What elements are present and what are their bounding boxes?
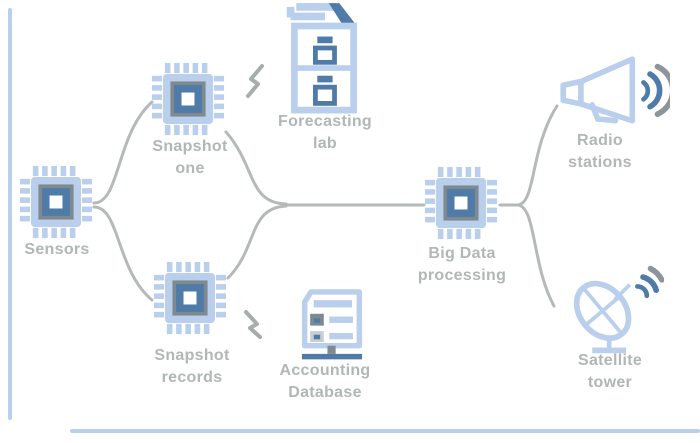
satellite-dish-icon bbox=[573, 265, 664, 354]
node-label-forecasting-lab: Forecasting lab bbox=[255, 111, 395, 155]
label-line: stations bbox=[568, 154, 632, 171]
wireless-zigzag-bottom bbox=[244, 310, 262, 339]
node-snapshot-records bbox=[153, 261, 227, 335]
node-big-data-processing bbox=[424, 166, 498, 240]
label-line: records bbox=[161, 369, 223, 386]
node-forecasting-lab bbox=[281, 0, 367, 117]
label-line: one bbox=[175, 160, 205, 177]
node-sensors bbox=[19, 165, 93, 239]
label-line: Big Data bbox=[428, 245, 496, 262]
label-line: Satellite bbox=[577, 352, 643, 369]
label-line: Radio bbox=[577, 132, 623, 149]
label-line: Accounting bbox=[279, 362, 371, 379]
label-line: Snapshot bbox=[154, 347, 230, 364]
node-label-accounting-database: Accounting Database bbox=[255, 360, 395, 404]
label-line: tower bbox=[587, 374, 633, 391]
label-line: processing bbox=[417, 267, 507, 284]
node-label-radio-stations: Radio stations bbox=[530, 130, 670, 174]
building-icon bbox=[286, 3, 357, 114]
chip-icon bbox=[151, 62, 225, 136]
label-line: Snapshot bbox=[152, 138, 228, 155]
chip-icon bbox=[19, 165, 93, 239]
label-line: lab bbox=[312, 135, 338, 152]
node-satellite-tower bbox=[560, 262, 664, 356]
server-icon bbox=[301, 289, 363, 360]
node-label-snapshot-one: Snapshot one bbox=[120, 136, 260, 180]
label-line: Sensors bbox=[24, 241, 90, 258]
node-label-big-data-processing: Big Data processing bbox=[392, 243, 532, 287]
wireless-zigzag-top bbox=[246, 64, 264, 98]
node-snapshot-one bbox=[151, 62, 225, 136]
border-line-bottom bbox=[70, 429, 700, 433]
node-label-satellite-tower: Satellite tower bbox=[540, 350, 680, 394]
chip-icon bbox=[153, 261, 227, 335]
node-radio-stations bbox=[546, 47, 670, 131]
chip-icon bbox=[424, 166, 498, 240]
node-label-snapshot-records: Snapshot records bbox=[122, 345, 262, 389]
node-label-sensors: Sensors bbox=[0, 239, 127, 261]
label-line: Database bbox=[288, 384, 362, 401]
label-line: Forecasting bbox=[278, 113, 372, 130]
node-accounting-database bbox=[291, 281, 373, 363]
border-line-left bbox=[8, 8, 12, 420]
megaphone-icon bbox=[560, 56, 670, 124]
